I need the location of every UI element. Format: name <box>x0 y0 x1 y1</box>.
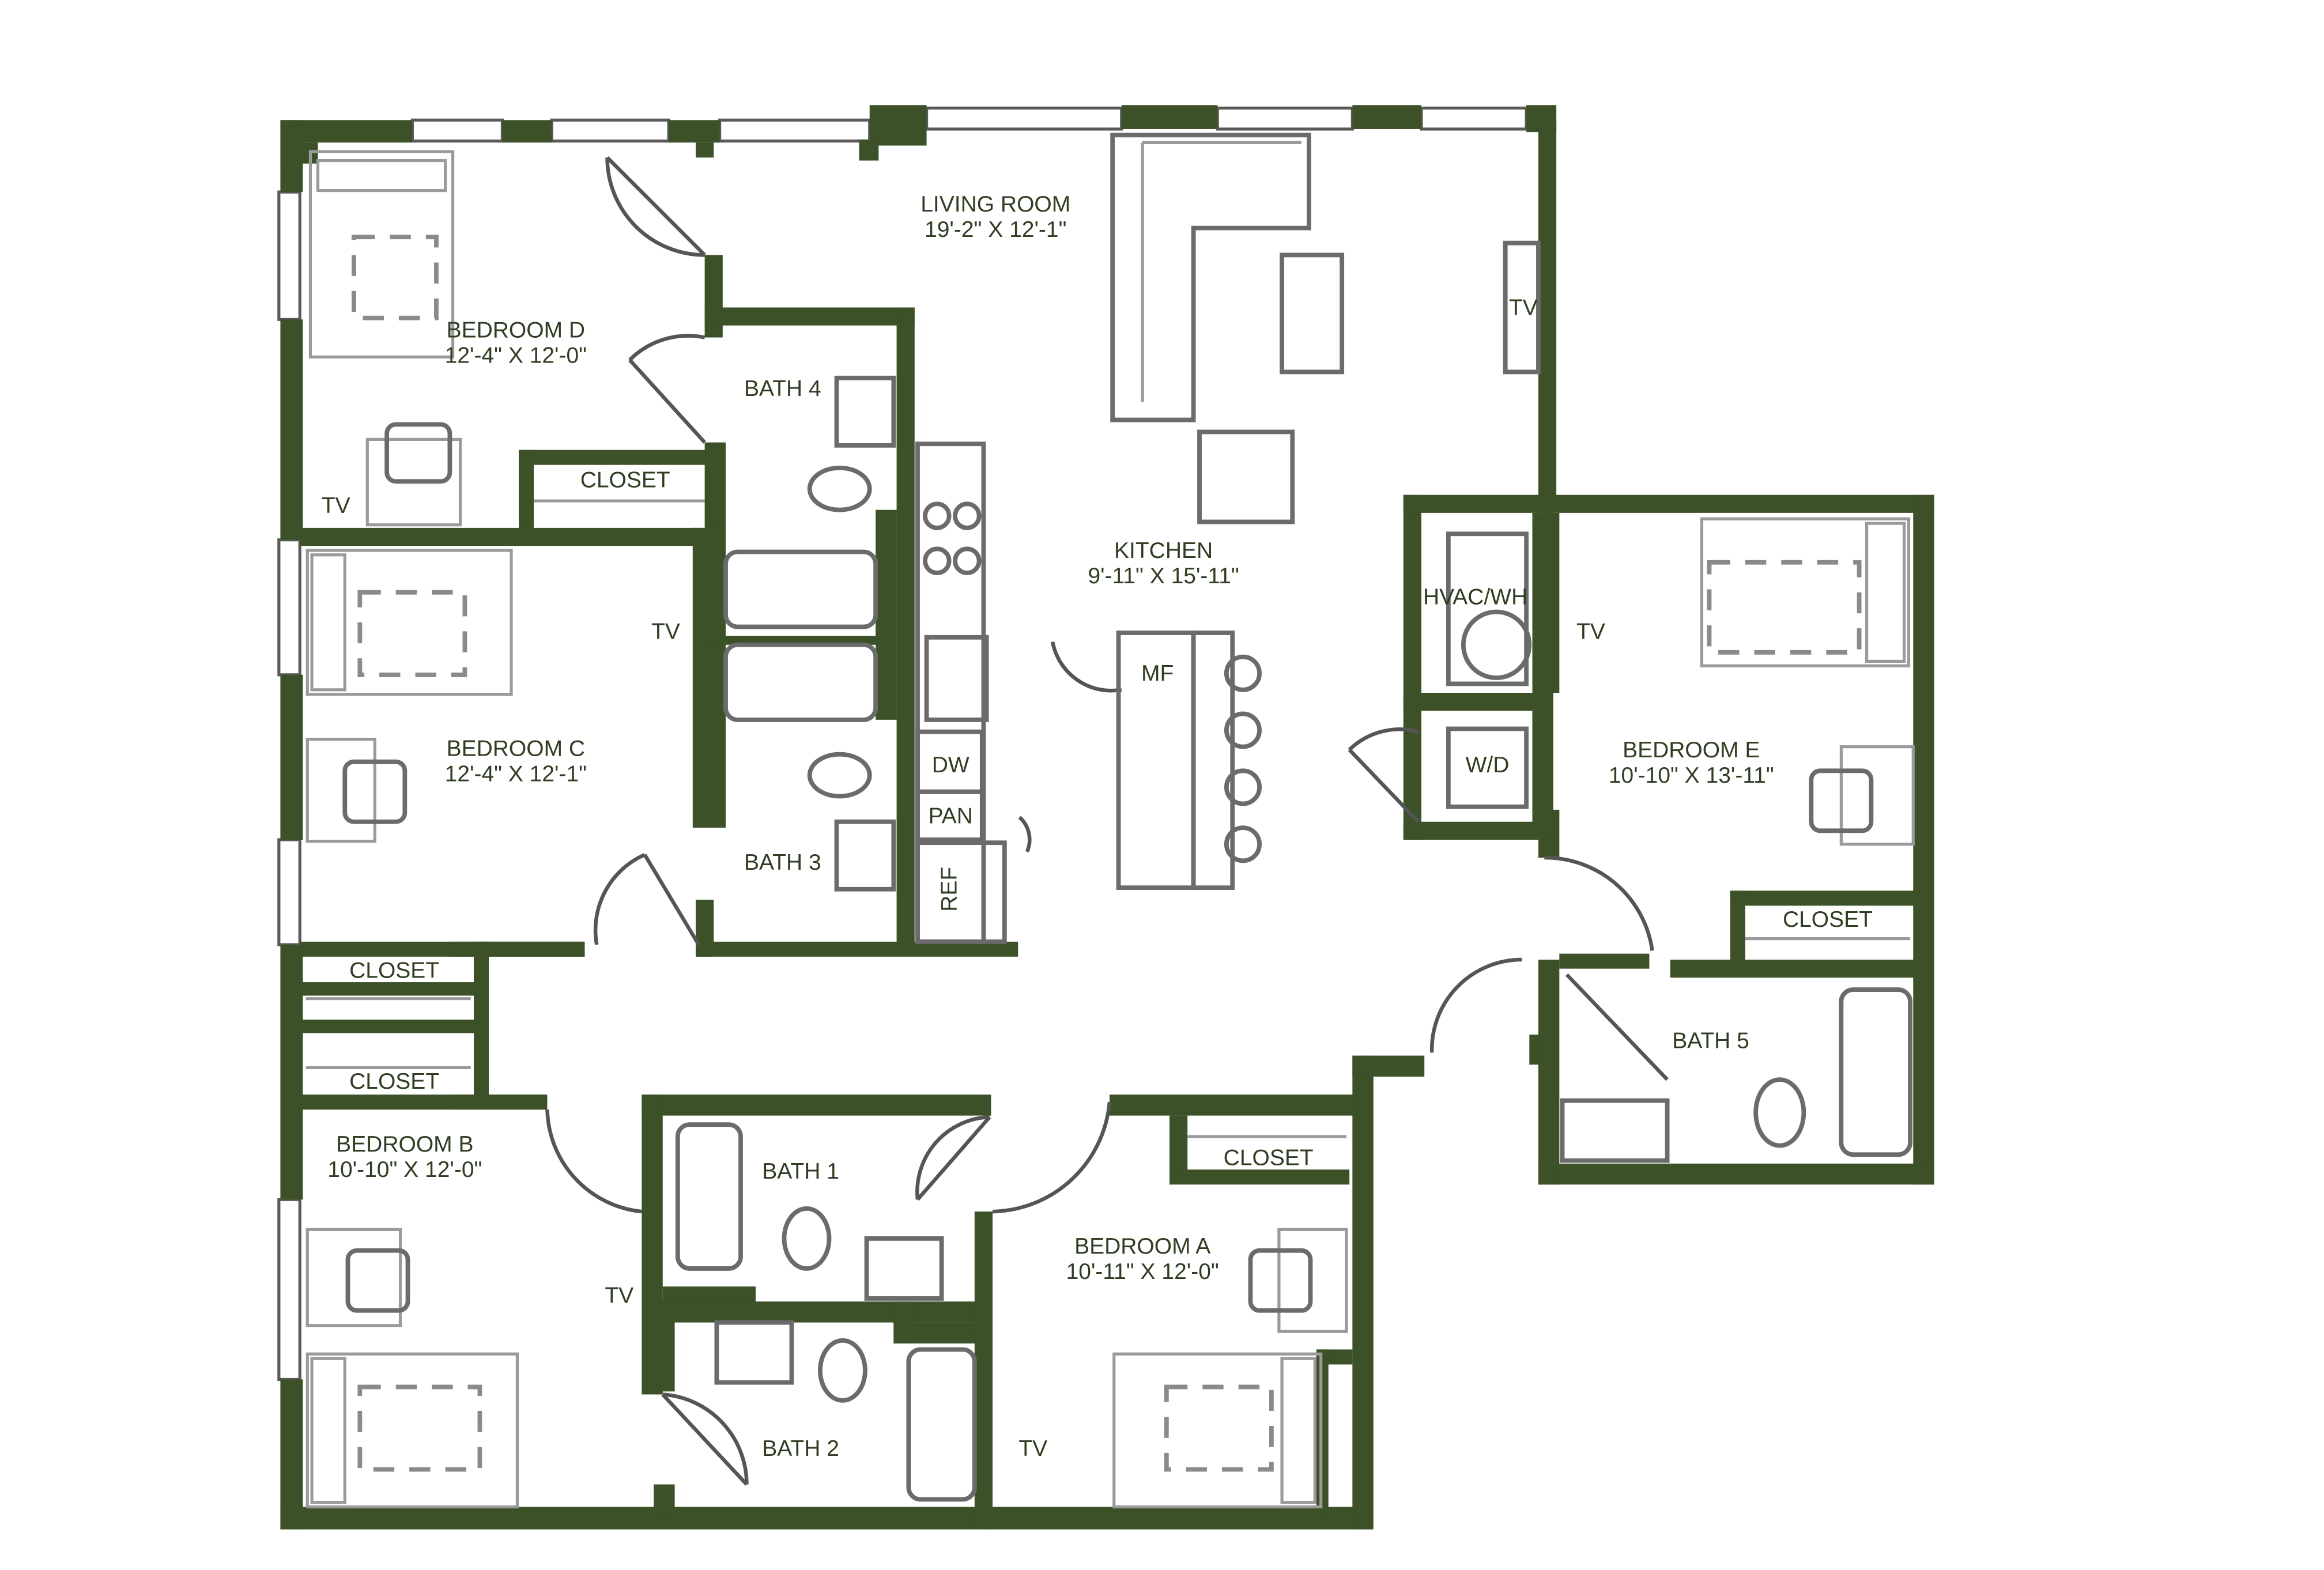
ref-label: REF <box>937 867 962 912</box>
sink-bath-2 <box>714 1320 794 1385</box>
bath-1-label: BATH 1 <box>762 1159 839 1184</box>
tub-bath-3 <box>723 642 878 722</box>
bed-bedroom-d <box>308 150 455 358</box>
toilet-bath-2 <box>818 1338 867 1403</box>
sink-bath-5 <box>1560 1098 1670 1163</box>
chair-bedroom-a <box>1248 1248 1313 1313</box>
toilet-bath-3 <box>807 752 872 799</box>
dw-label: DW <box>932 753 969 778</box>
bedroom-d-dims: 12'-4" X 12'-0" <box>445 344 587 368</box>
room-labels: LIVING ROOM 19'-2" X 12'-1" KITCHEN 9'-1… <box>322 192 1873 1461</box>
closet-a-label: CLOSET <box>1224 1145 1314 1170</box>
bedroom-d-name: BEDROOM D <box>447 318 586 343</box>
washer-dryer <box>1446 726 1529 809</box>
toilet-bath-4 <box>807 465 872 512</box>
sink-bath-3 <box>834 819 896 892</box>
tv-label-living: TV <box>1509 295 1538 320</box>
hvac-unit <box>1446 531 1529 686</box>
bedroom-a-dims: 10'-11" X 12'-0" <box>1066 1259 1219 1284</box>
bedroom-c-dims: 12'-4" X 12'-1" <box>445 761 587 786</box>
tv-stand <box>1503 240 1541 375</box>
wd-label: W/D <box>1466 753 1510 778</box>
fixtures <box>305 133 1915 1509</box>
stool-3 <box>1224 768 1262 806</box>
closet-b-label: CLOSET <box>349 1069 439 1094</box>
desk-bedroom-b <box>305 1228 402 1327</box>
water-heater <box>1461 609 1532 680</box>
tv-label-bedroom-b: TV <box>605 1284 633 1308</box>
chair-bedroom-d <box>384 422 452 484</box>
bedroom-e-dims: 10'-10" X 13'-11" <box>1609 763 1774 788</box>
kitchen-sink <box>924 635 989 722</box>
tub-bath-2 <box>906 1347 977 1502</box>
bedroom-e-name: BEDROOM E <box>1623 738 1760 763</box>
stool-2 <box>1224 711 1262 749</box>
stool-1 <box>1224 654 1262 692</box>
living-room-name: LIVING ROOM <box>920 192 1070 217</box>
kitchen-name: KITCHEN <box>1114 538 1213 563</box>
pan-label: PAN <box>929 803 973 828</box>
bedroom-a-name: BEDROOM A <box>1074 1234 1210 1259</box>
sink-bath-1 <box>864 1236 944 1301</box>
toilet-bath-1 <box>782 1206 832 1271</box>
doors <box>545 156 1669 1486</box>
bed-bedroom-c <box>305 549 513 696</box>
bed-bedroom-a <box>1112 1352 1323 1509</box>
closet-e-label: CLOSET <box>1783 907 1873 932</box>
walls <box>280 105 1934 1530</box>
sofa <box>1110 133 1311 422</box>
bath-5-label: BATH 5 <box>1672 1029 1749 1054</box>
bed-bedroom-b <box>305 1352 519 1509</box>
toilet-bath-5 <box>1753 1077 1806 1148</box>
desk-bedroom-c <box>305 738 376 843</box>
armchair <box>1197 429 1295 524</box>
chair-bedroom-b <box>345 1248 410 1313</box>
coffee-table <box>1280 252 1345 375</box>
desk-bedroom-a <box>1277 1228 1348 1333</box>
tub-bath-4 <box>723 549 878 629</box>
stool-4 <box>1224 825 1262 863</box>
tv-label-bedroom-a: TV <box>1018 1436 1047 1461</box>
hvac-label: HVAC/WH <box>1423 585 1527 610</box>
desk-bedroom-d <box>365 437 462 527</box>
mf-label: MF <box>1141 661 1174 686</box>
bedroom-b-name: BEDROOM B <box>336 1132 473 1157</box>
tv-label-bedroom-e: TV <box>1576 619 1605 644</box>
tub-bath-1 <box>675 1122 743 1271</box>
bed-bedroom-e <box>1700 517 1911 667</box>
chair-bedroom-c <box>342 759 408 824</box>
closet-c-label: CLOSET <box>349 958 439 983</box>
living-room-dims: 19'-2" X 12'-1" <box>925 217 1066 242</box>
desk-bedroom-e <box>1839 745 1915 846</box>
sink-bath-4 <box>834 375 896 448</box>
closet-d-label: CLOSET <box>580 468 670 493</box>
bedroom-c-name: BEDROOM C <box>447 736 586 761</box>
bedroom-b-dims: 10'-10" X 12'-0" <box>327 1157 482 1182</box>
tv-label-bedroom-c: TV <box>651 619 680 644</box>
tub-bath-5 <box>1839 987 1912 1157</box>
tv-label-bedroom-d: TV <box>322 493 350 518</box>
chair-bedroom-e <box>1809 768 1874 833</box>
bath-3-label: BATH 3 <box>744 850 821 875</box>
bath-4-label: BATH 4 <box>744 376 821 401</box>
kitchen-dims: 9'-11" X 15'-11" <box>1088 564 1239 588</box>
bath-2-label: BATH 2 <box>762 1436 839 1461</box>
